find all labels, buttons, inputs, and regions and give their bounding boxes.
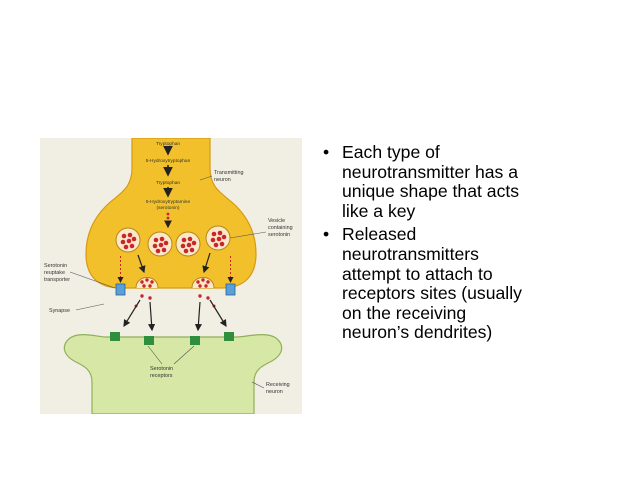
bullet-line: like a key xyxy=(342,200,416,221)
bullet-marker: • xyxy=(323,142,330,162)
label-receptors-2: receptors xyxy=(150,373,173,379)
label-reuptake-2: reuptake xyxy=(44,270,65,276)
label-reuptake-3: transporter xyxy=(44,277,70,283)
pathway-step-2: 5-Hydroxytryptophan xyxy=(146,158,191,164)
bullet-line: unique shape that acts xyxy=(342,181,520,202)
label-transmitting-2: neuron xyxy=(214,177,231,183)
pathway-step-1: Tryptophan xyxy=(156,141,180,147)
bullet-line: neurotransmitters xyxy=(342,243,479,264)
bullet-line: Released xyxy=(342,224,417,245)
receiving-neuron-shape xyxy=(63,334,283,414)
pathway-step-5: (serotonin) xyxy=(157,205,180,211)
label-synapse: Synapse xyxy=(49,308,70,314)
bullet-line: receptors sites (usually xyxy=(342,283,522,304)
label-vesicle-2: containing xyxy=(268,225,293,231)
bullet-item: • Released neurotransmitters attempt to … xyxy=(318,225,618,343)
label-vesicle-1: Vesicle xyxy=(268,218,285,224)
bullet-line: on the receiving xyxy=(342,302,467,323)
label-receptors-1: Serotonin xyxy=(150,366,173,372)
bullet-line: attempt to attach to xyxy=(342,263,493,284)
bullet-item: • Each type of neurotransmitter has a un… xyxy=(318,142,618,221)
bullet-list: • Each type of neurotransmitter has a un… xyxy=(318,142,618,343)
bullet-line: neurotransmitter has a xyxy=(342,161,519,182)
synapse-diagram-svg: Tryptophan 5-Hydroxytryptophan Tryptopha… xyxy=(44,138,293,414)
bullet-line: neuron’s dendrites) xyxy=(342,322,493,343)
label-receiving-1: Receiving xyxy=(266,382,290,388)
pathway-step-4: 5-Hydroxytryptamine xyxy=(146,199,191,205)
label-vesicle-3: serotonin xyxy=(268,232,290,238)
bullet-line: Each type of xyxy=(342,142,440,162)
bullet-marker: • xyxy=(323,224,330,245)
label-reuptake-1: Serotonin xyxy=(44,263,67,269)
label-receiving-2: neuron xyxy=(266,389,283,395)
synapse-diagram: Tryptophan 5-Hydroxytryptophan Tryptopha… xyxy=(40,138,302,414)
pathway-step-3: Tryptophan xyxy=(156,180,180,186)
label-transmitting-1: Transmitting xyxy=(214,170,243,176)
